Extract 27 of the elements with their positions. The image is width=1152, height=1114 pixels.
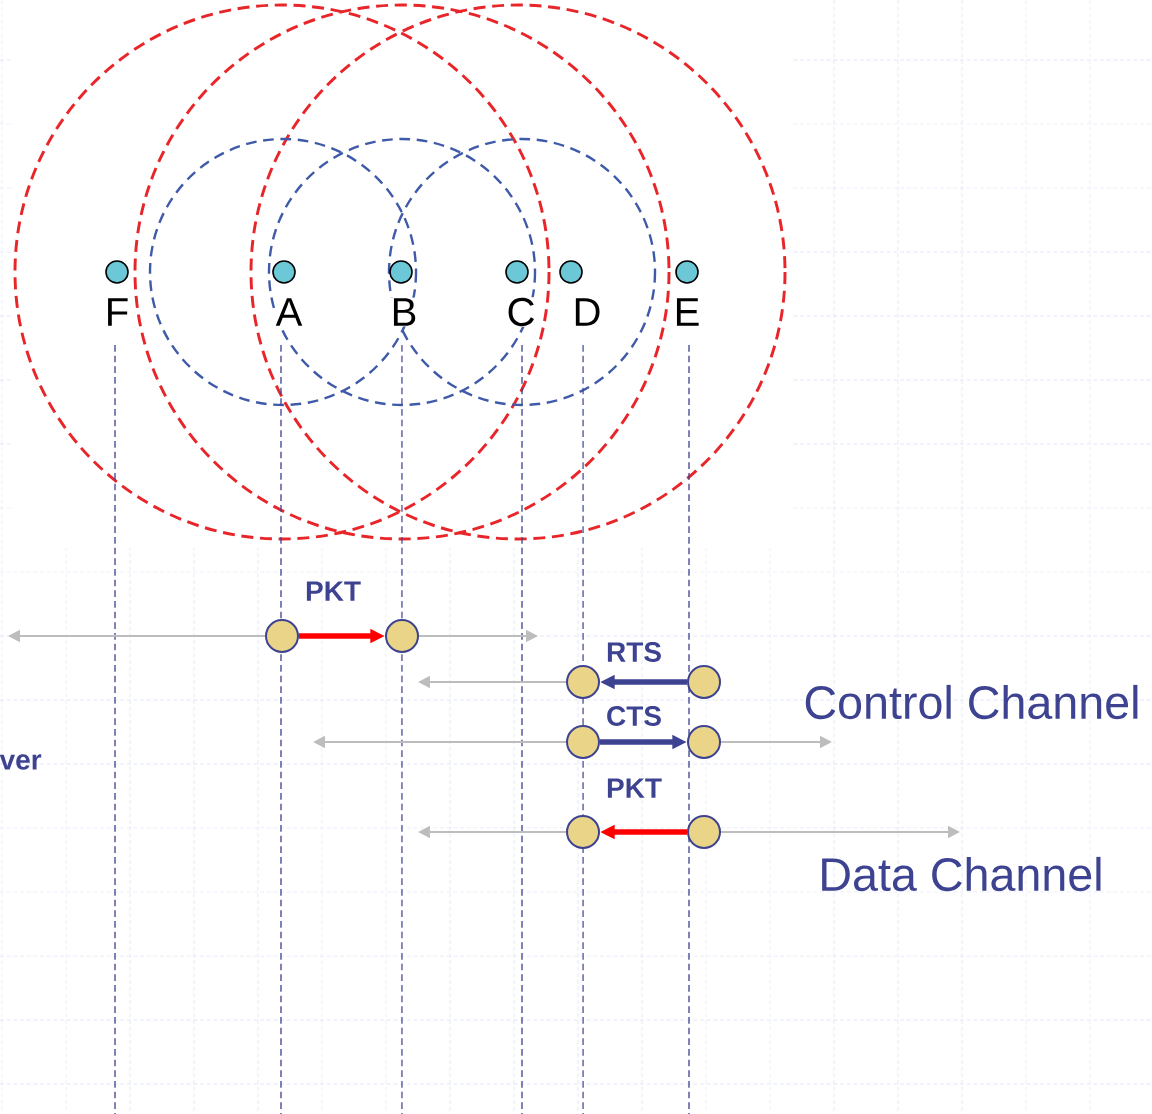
node-circle bbox=[566, 815, 600, 849]
edge-label: RTS bbox=[607, 642, 661, 662]
edge-label: PKT bbox=[607, 778, 662, 798]
node-label: A bbox=[275, 298, 303, 326]
station: A bbox=[272, 260, 303, 327]
station: E bbox=[673, 260, 701, 327]
edge-label: CTS bbox=[607, 706, 661, 726]
node-circle bbox=[687, 725, 721, 759]
node-circle bbox=[265, 619, 299, 653]
node-label: E bbox=[676, 298, 699, 326]
station: B bbox=[389, 260, 418, 327]
channel-label: Control Channel bbox=[805, 684, 1138, 720]
node-circle bbox=[687, 665, 721, 699]
node-label: B bbox=[393, 298, 416, 326]
channel-label: Data Channel bbox=[822, 856, 1101, 892]
node-label: C bbox=[508, 297, 534, 327]
station: D bbox=[559, 260, 603, 327]
channel-label: ver bbox=[0, 754, 42, 770]
station: F bbox=[104, 260, 130, 327]
station: C bbox=[505, 260, 537, 327]
node-circle bbox=[687, 815, 721, 849]
node-label: F bbox=[108, 298, 128, 326]
edge-label: PKT bbox=[306, 581, 361, 601]
node-label: D bbox=[575, 298, 600, 326]
node-circle bbox=[566, 725, 600, 759]
node-circle bbox=[385, 619, 419, 653]
node-circle bbox=[566, 665, 600, 699]
